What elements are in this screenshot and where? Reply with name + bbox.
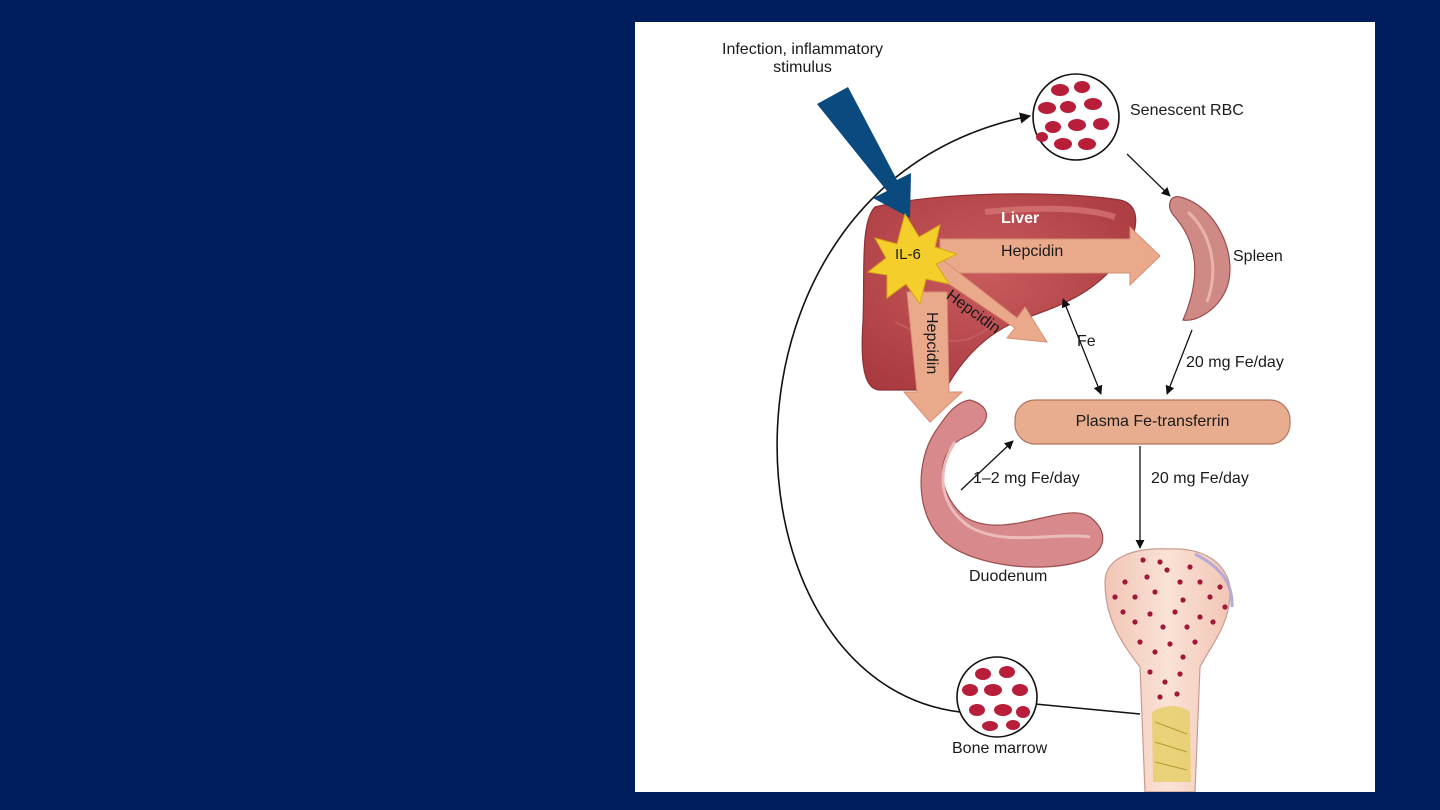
senescent-rbc-circle xyxy=(1032,73,1120,161)
spleen-label: Spleen xyxy=(1233,248,1283,265)
stimulus-label-line2: stimulus xyxy=(773,59,832,76)
plasma-label: Plasma Fe-transferrin xyxy=(1075,413,1230,430)
bone-marrow-rbc-circle xyxy=(956,656,1038,738)
bone-shape xyxy=(1104,548,1234,792)
duodenum-to-plasma-arrow xyxy=(960,440,1014,491)
stimulus-arrow xyxy=(817,87,911,218)
rbc-to-spleen-arrow xyxy=(1126,153,1171,197)
marrow-to-bone-line xyxy=(1034,703,1141,715)
liver-label: Liver xyxy=(1001,210,1040,227)
fe-double-arrow xyxy=(1061,298,1103,395)
spleen-shape xyxy=(1168,195,1231,321)
diagram-graphics xyxy=(776,73,1291,792)
hepcidin-to-duodenum-label: Hepcidin xyxy=(923,312,940,375)
bone-marrow-dots xyxy=(1112,557,1228,700)
fe-label: Fe xyxy=(1077,333,1096,350)
hepcidin-arrow-to-spleen xyxy=(939,225,1161,287)
il6-label: IL-6 xyxy=(895,246,921,263)
stimulus-label-line1: Infection, inflammatory xyxy=(722,41,883,58)
hepcidin-to-spleen-label: Hepcidin xyxy=(1001,243,1064,260)
plasma-to-marrow-label: 20 mg Fe/day xyxy=(1151,470,1249,487)
spleen-to-plasma-arrow xyxy=(1165,329,1193,395)
duodenum-label: Duodenum xyxy=(969,568,1048,585)
hepcidin-arrow-to-duodenum xyxy=(902,291,964,423)
iron-regulation-figure: Infection, inflammatory stimulus Senesce… xyxy=(635,22,1375,792)
il6-star xyxy=(866,212,959,306)
stimulus-label: Infection, inflammatory stimulus xyxy=(705,41,900,77)
senescent-rbc-label: Senescent RBC xyxy=(1130,102,1244,119)
bone-marrow-label: Bone marrow xyxy=(952,740,1048,757)
circulation-arc xyxy=(776,112,1032,713)
duodenum-to-plasma-label: 1–2 mg Fe/day xyxy=(973,470,1080,487)
plasma-box xyxy=(1014,399,1291,445)
spleen-to-plasma-label: 20 mg Fe/day xyxy=(1186,354,1284,371)
